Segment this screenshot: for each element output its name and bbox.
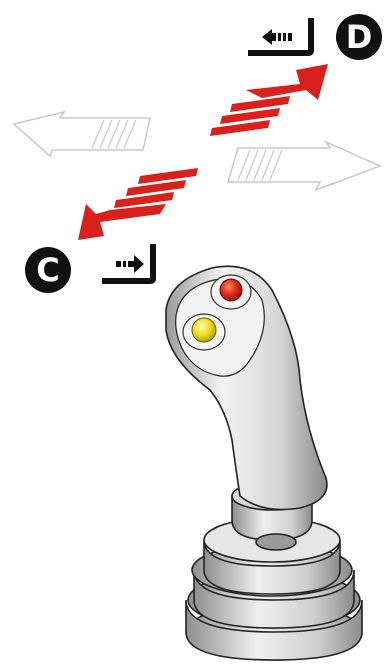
c-indicator-icon <box>102 244 156 284</box>
red-button <box>211 275 251 309</box>
d-indicator-icon <box>248 18 314 56</box>
direction-d-arrow-icon <box>210 64 328 136</box>
direction-c-label: C <box>36 251 59 289</box>
direction-c-badge: C <box>25 247 71 293</box>
direction-d-badge: D <box>336 14 382 60</box>
direction-d-label: D <box>346 18 373 56</box>
yellow-button <box>183 314 225 350</box>
inactive-left-arrow-icon <box>14 112 150 156</box>
direction-c-arrow-icon <box>78 168 198 240</box>
inactive-right-arrow-icon <box>228 142 380 190</box>
